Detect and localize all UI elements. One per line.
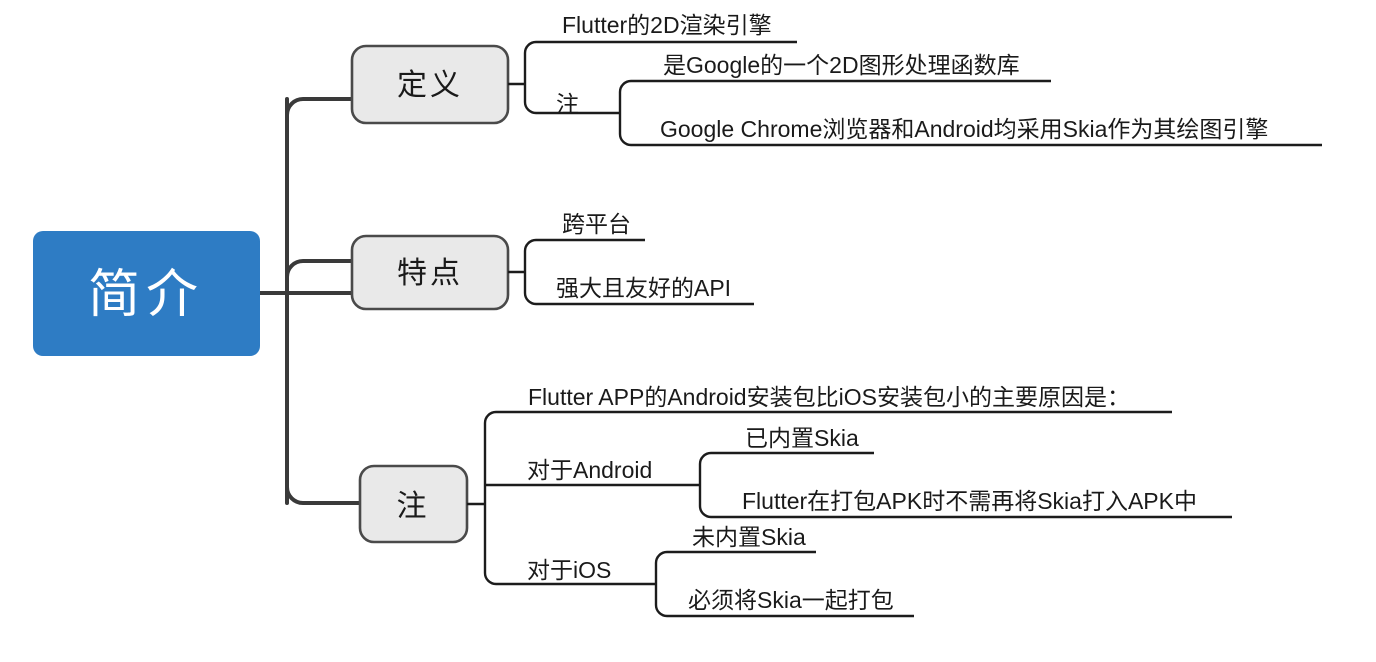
leaf-dingyi-note-2: Google Chrome浏览器和Android均采用Skia作为其绘图引擎 xyxy=(660,116,1268,142)
tedian-subconnectors xyxy=(508,238,754,306)
branch-node-zhu[interactable]: 注 xyxy=(358,464,469,544)
zhu-elbow-intro xyxy=(483,410,1172,424)
leaf-tedian-1: 跨平台 xyxy=(562,211,631,237)
branch-elbow-tedian xyxy=(285,259,354,279)
branch-elbow-zhu xyxy=(285,485,362,505)
android-elbow-1 xyxy=(698,451,874,465)
branch-elbow-dingyi xyxy=(285,97,354,117)
ios-elbow-2 xyxy=(654,604,914,618)
mid-zhu-ios: 对于iOS xyxy=(527,557,611,583)
dingyi-note-elbow-b xyxy=(618,133,1322,147)
leaf-dingyi-1: Flutter的2D渲染引擎 xyxy=(562,12,772,38)
dingyi-elbow-leaf1 xyxy=(523,40,797,54)
zhu-subconnectors xyxy=(467,410,1232,618)
branch-node-dingyi-label: 定义 xyxy=(397,69,463,102)
dingyi-subconnectors xyxy=(508,40,1322,147)
tedian-elbow-1 xyxy=(523,238,645,252)
zhu-elbow-ios xyxy=(483,572,656,586)
branch-node-zhu-label: 注 xyxy=(397,490,430,523)
leaf-android-1: 已内置Skia xyxy=(745,425,859,451)
leaf-ios-2: 必须将Skia一起打包 xyxy=(688,587,894,613)
branch-node-tedian[interactable]: 特点 xyxy=(350,234,510,311)
ios-elbow-1 xyxy=(654,550,816,564)
leaf-ios-1: 未内置Skia xyxy=(692,524,806,550)
root-node[interactable]: 简介 xyxy=(33,231,260,356)
dingyi-elbow-note xyxy=(523,101,620,115)
leaf-zhu-intro: Flutter APP的Android安装包比iOS安装包小的主要原因是： xyxy=(528,384,1130,410)
tedian-elbow-2 xyxy=(523,292,754,306)
root-node-box[interactable] xyxy=(33,231,260,356)
dingyi-note-elbow-a xyxy=(618,79,1051,93)
root-trunk-connectors xyxy=(258,97,362,505)
leaf-android-2: Flutter在打包APK时不需再将Skia打入APK中 xyxy=(742,488,1197,514)
mid-zhu-android: 对于Android xyxy=(527,457,652,483)
leaf-dingyi-note-1: 是Google的一个2D图形处理函数库 xyxy=(663,52,1020,78)
branch-node-tedian-label: 特点 xyxy=(397,257,463,290)
root-node-label: 简介 xyxy=(88,266,204,324)
leaf-tedian-2: 强大且友好的API xyxy=(556,275,731,301)
android-elbow-2 xyxy=(698,505,1232,519)
mid-dingyi-note: 注 xyxy=(556,91,579,117)
branch-node-dingyi[interactable]: 定义 xyxy=(350,44,510,125)
